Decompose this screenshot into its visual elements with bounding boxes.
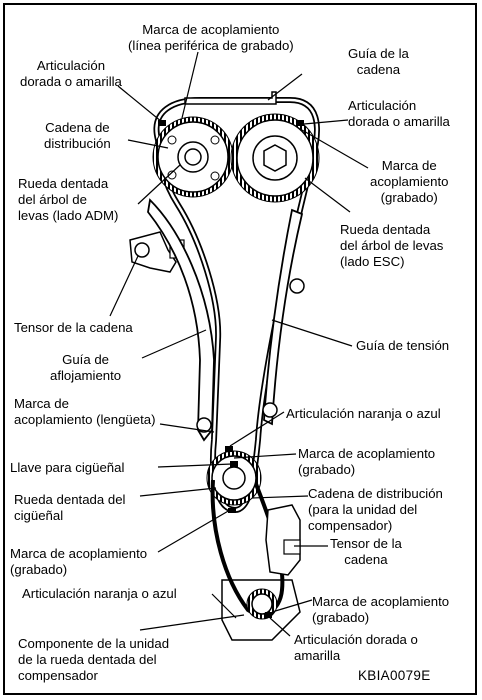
slack-guide-bolt [196,417,212,433]
tension-guide [263,208,304,426]
label-timing-mark-tab: Marca de acoplamiento (lengüeta) [14,396,156,427]
camshaft-sprocket-intake [152,116,234,198]
label-timing-mark-exhaust: Marca de acoplamiento (grabado) [370,158,449,205]
camshaft-sprocket-exhaust [230,113,320,203]
leader-lines [109,51,369,637]
label-gold-link-right: Articulación dorada o amarilla [348,98,450,129]
slack-guide [147,198,215,442]
label-timing-mark-periphery: Marca de acoplamiento (línea periférica … [128,22,294,53]
label-crankshaft-sprocket: Rueda dentada del cigüeñal [14,492,126,523]
tension-guide-bolt-bottom [262,402,278,418]
label-gold-link-left: Articulación dorada o amarilla [20,58,122,89]
chain-guide [184,91,277,105]
figure-code: KBIA0079E [358,668,431,683]
label-timing-chain: Cadena de distribución [44,120,111,151]
balancer-chain-tensioner [265,504,301,576]
label-gold-link-bottom: Articulación dorada o amarilla [294,632,418,663]
label-camshaft-intake: Rueda dentada del árbol de levas (lado A… [18,176,119,223]
figure-frame [3,3,477,695]
label-camshaft-exhaust: Rueda dentada del árbol de levas (lado E… [340,222,444,269]
label-chain-tensioner-lower: Tensor de la cadena [330,536,402,567]
balancer-unit-housing [221,579,301,641]
label-chain-tensioner: Tensor de la cadena [14,320,133,335]
label-balancer-chain: Cadena de distribución (para la unidad d… [308,486,443,533]
label-timing-mark-mid: Marca de acoplamiento (grabado) [298,446,436,477]
label-crankshaft-key: Llave para cigüeñal [10,460,125,475]
label-balancer-component: Componente de la unidad de la rueda dent… [18,636,170,683]
label-slack-guide: Guía de aflojamiento [50,352,122,383]
label-timing-mark-low: Marca de acoplamiento (grabado) [10,546,148,577]
label-orange-link-top: Articulación naranja o azul [286,406,441,421]
label-timing-mark-bottom: Marca de acoplamiento (grabado) [312,594,450,625]
label-tension-guide: Guía de tensión [356,338,450,353]
label-orange-link-low: Articulación naranja o azul [22,586,177,601]
crankshaft-sprocket [206,450,262,506]
tension-guide-bolt-top [289,278,305,294]
color-links [158,120,304,618]
label-chain-guide: Guía de la cadena [348,46,409,77]
